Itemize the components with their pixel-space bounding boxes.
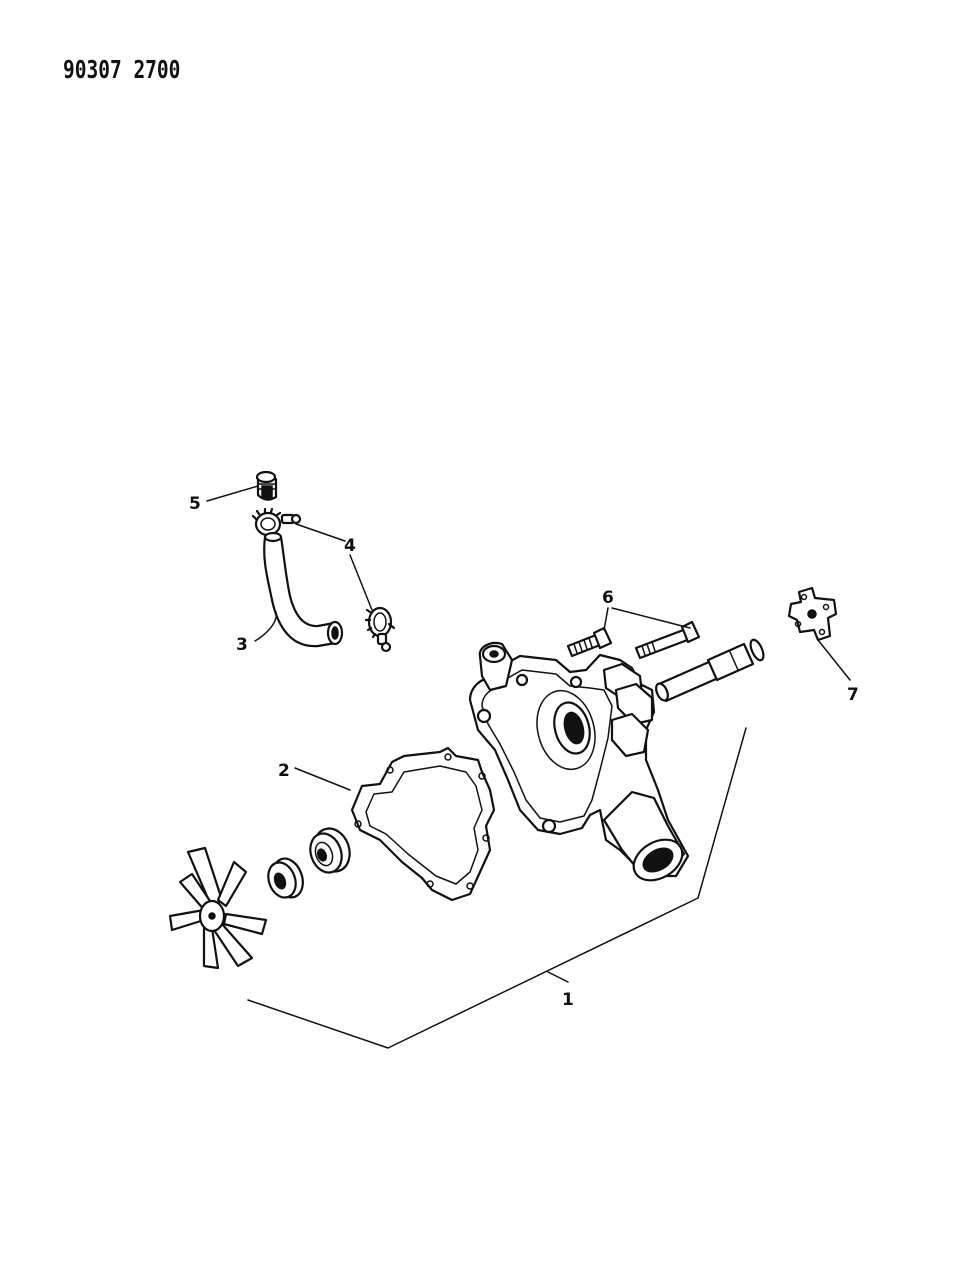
gasket-part-2 (350, 746, 496, 902)
callout-2: 2 (278, 761, 290, 781)
callout-1: 1 (562, 990, 574, 1010)
bolt-short-part-6 (566, 626, 613, 658)
water-pump-housing (468, 641, 690, 882)
bypass-hose-part-3 (263, 531, 344, 648)
hose-clamp-upper-part-4 (251, 507, 302, 537)
hose-clamp-lower-part-4 (364, 606, 396, 653)
spacer (267, 857, 304, 899)
cover-plate-part-7 (787, 586, 838, 642)
callout-7: 7 (847, 685, 859, 705)
callout-5: 5 (189, 494, 201, 514)
fitting-part-5 (255, 470, 278, 501)
callout-6: 6 (602, 588, 614, 608)
document-id: 90307 2700 (63, 55, 181, 84)
pulley (309, 827, 351, 874)
bolt-long-part-6 (634, 620, 701, 660)
cooling-fan (168, 846, 268, 970)
callout-3: 3 (236, 635, 248, 655)
shaft-pin (655, 638, 765, 703)
leader-lines (206, 485, 851, 1049)
callout-4: 4 (344, 536, 356, 556)
